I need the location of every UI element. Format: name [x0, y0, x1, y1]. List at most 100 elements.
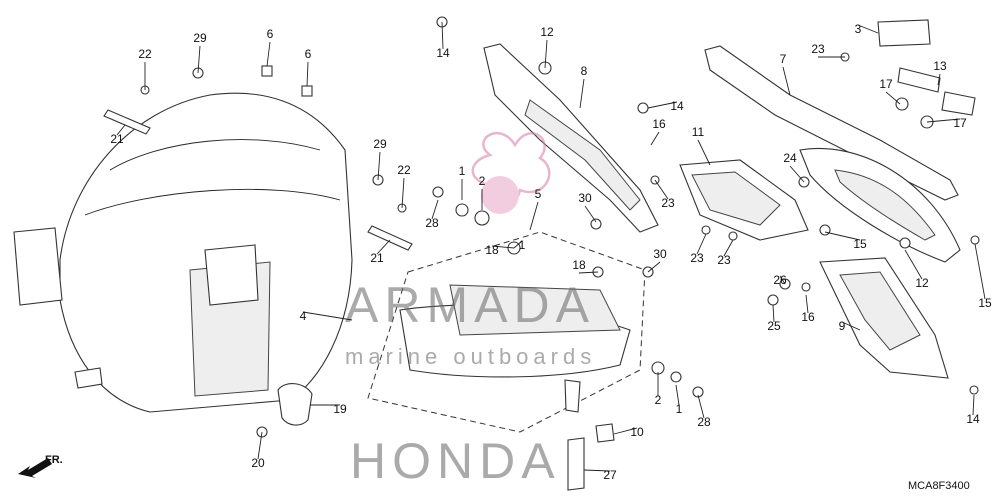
callout-12: 12: [540, 25, 554, 39]
leader-line: [491, 245, 515, 249]
leader-line: [654, 179, 669, 200]
leader-line: [937, 73, 941, 86]
callout-28: 28: [425, 216, 439, 230]
callout-29: 29: [373, 137, 387, 151]
callout-11: 11: [692, 125, 705, 139]
leader-line: [697, 139, 711, 166]
leader-line: [376, 239, 391, 255]
leader-line: [885, 91, 901, 105]
leader-line: [926, 118, 961, 123]
callout-6: 6: [267, 27, 274, 41]
leader-line: [579, 78, 585, 109]
leader-line: [613, 427, 638, 435]
leader-line: [841, 321, 861, 331]
callout-26: 26: [773, 273, 787, 287]
leader-line: [650, 131, 660, 146]
leader-line: [544, 39, 548, 69]
leader-line: [974, 243, 986, 300]
leader-lines: [116, 21, 986, 472]
bracket-part-9: [819, 257, 949, 379]
callout-27: 27: [603, 468, 617, 482]
callout-22: 22: [397, 163, 411, 177]
callout-21: 21: [110, 132, 124, 146]
fastener-glyphs: [103, 16, 980, 491]
leader-line: [647, 261, 661, 273]
leader-line: [857, 24, 879, 34]
leader-line: [696, 233, 707, 255]
callout-23: 23: [717, 253, 731, 267]
callout-2: 2: [655, 393, 662, 407]
callout-8: 8: [581, 64, 588, 78]
leader-line: [824, 231, 861, 241]
leader-line: [583, 469, 611, 472]
leader-line: [697, 394, 705, 419]
watermark-tagline: marine outboards: [345, 344, 596, 369]
leader-line: [779, 275, 786, 285]
callout-22: 22: [138, 47, 152, 61]
leader-line: [789, 165, 805, 183]
callout-19: 19: [333, 402, 347, 416]
callout-15: 15: [978, 296, 992, 310]
callout-1: 1: [519, 238, 526, 252]
callout-21: 21: [370, 251, 384, 265]
leader-line: [116, 124, 126, 136]
leader-line: [904, 249, 923, 280]
callout-25: 25: [767, 319, 781, 333]
callout-16: 16: [652, 117, 666, 131]
callout-12: 12: [915, 276, 929, 290]
side-rail-part-7: [704, 45, 961, 263]
callout-2: 2: [479, 174, 486, 188]
leader-line: [441, 21, 444, 50]
leader-line: [377, 151, 381, 181]
callout-18: 18: [572, 258, 586, 272]
callout-17: 17: [953, 116, 967, 130]
leader-line: [529, 201, 539, 231]
leader-line: [782, 66, 791, 96]
watermark: ARMADA marine outboards HONDA: [345, 132, 596, 489]
leader-line: [647, 101, 678, 109]
callout-14: 14: [966, 412, 980, 426]
callout-23: 23: [811, 42, 825, 56]
leader-line: [805, 294, 809, 314]
callout-30: 30: [653, 247, 667, 261]
callout-15: 15: [853, 237, 867, 251]
watermark-brand: ARMADA: [345, 277, 595, 333]
callout-24: 24: [783, 151, 797, 165]
leader-line: [972, 394, 975, 416]
leader-line: [578, 271, 599, 274]
callout-9: 9: [839, 319, 846, 333]
callout-3: 3: [855, 22, 862, 36]
leader-line: [257, 431, 263, 460]
callout-13: 13: [933, 59, 947, 73]
callout-23: 23: [690, 251, 704, 265]
callout-5: 5: [535, 187, 542, 201]
reflectors: [877, 19, 976, 116]
callout-1: 1: [676, 402, 683, 416]
callout-10: 10: [630, 425, 644, 439]
callout-16: 16: [801, 310, 815, 324]
leader-line: [197, 45, 201, 74]
callout-29: 29: [193, 31, 207, 45]
leader-line: [431, 199, 439, 220]
callout-18: 18: [485, 243, 499, 257]
callout-7: 7: [780, 52, 787, 66]
front-label: FR.: [45, 454, 63, 466]
leader-line: [584, 205, 597, 223]
bracket-part-11: [679, 159, 809, 241]
callout-28: 28: [697, 415, 711, 429]
leader-line: [675, 384, 680, 406]
callout-30: 30: [578, 191, 592, 205]
callout-14: 14: [670, 99, 684, 113]
under-tray-part-5: [367, 231, 646, 433]
leader-line: [723, 239, 734, 257]
leader-line: [306, 61, 309, 87]
diagram-code: MCA8F3400: [908, 480, 970, 492]
callout-4: 4: [300, 309, 307, 323]
front-arrow-icon: FR.: [18, 454, 63, 478]
callout-6: 6: [305, 47, 312, 61]
leader-line: [772, 304, 775, 323]
leader-line: [302, 311, 353, 321]
callout-20: 20: [251, 456, 265, 470]
